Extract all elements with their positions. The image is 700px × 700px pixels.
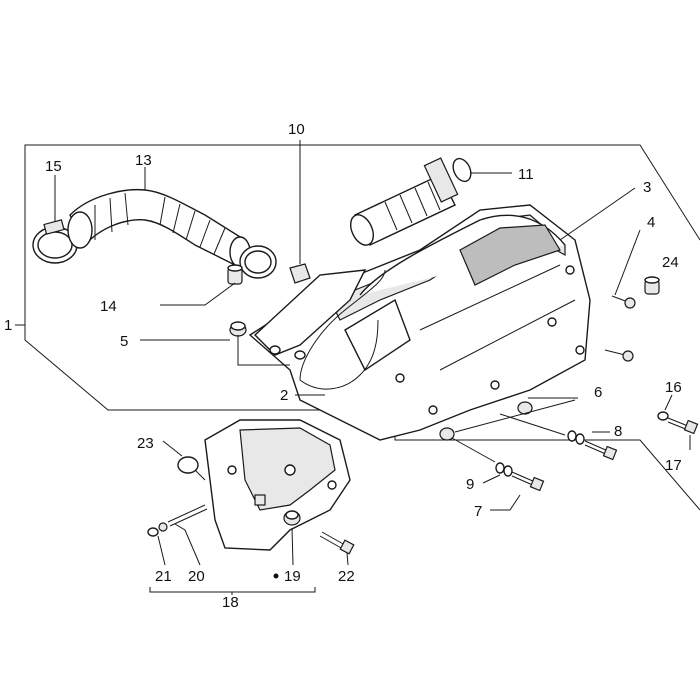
bush-6: [517, 401, 533, 415]
screw-4: [611, 295, 636, 309]
callout-1: 1: [4, 317, 12, 334]
callout-13: 13: [135, 152, 152, 169]
leader-14: [160, 282, 236, 306]
leader-5-b: [237, 335, 290, 366]
leader-3: [559, 187, 636, 241]
screw-7: [495, 462, 545, 492]
callout-9: 9: [466, 476, 474, 493]
leader-22: [346, 552, 349, 566]
air-filter-housing: [248, 204, 591, 441]
clip-nut-10: [289, 263, 311, 284]
callout-24: 24: [662, 254, 679, 271]
callout-20: 20: [188, 568, 205, 585]
lower-cover-18: [204, 419, 351, 551]
callout-7: 7: [474, 503, 482, 520]
leader-7: [490, 494, 521, 511]
grommet-14: [227, 264, 243, 285]
leader-16: [664, 394, 673, 411]
leader-20: [174, 523, 201, 566]
callout-10: 10: [288, 121, 305, 138]
hose-clamp-right: [239, 245, 277, 279]
callout-8: 8: [614, 423, 622, 440]
callout-21: 21: [155, 568, 172, 585]
bush-6b: [439, 427, 455, 441]
callout-3: 3: [643, 179, 651, 196]
inlet-duct-11: [349, 157, 472, 246]
leader-21: [157, 535, 166, 566]
intake-hose-13: [67, 188, 251, 268]
screw-8: [567, 430, 618, 461]
callout-2: 2: [280, 387, 288, 404]
dot-19: [273, 573, 279, 579]
leader-4: [614, 229, 641, 296]
callout-18: 18: [222, 594, 239, 611]
gasket-2: [299, 269, 386, 390]
leader-23: [162, 440, 183, 457]
callout-17: 17: [665, 457, 682, 474]
assembly-group-outline: [24, 144, 700, 511]
callout-23: 23: [137, 435, 154, 452]
callout-19: 19: [284, 568, 301, 585]
filter-cover: [253, 269, 367, 360]
callout-22: 22: [338, 568, 355, 585]
screw-22: [319, 531, 355, 555]
screw-17: [657, 411, 699, 435]
callout-16: 16: [665, 379, 682, 396]
leader-6-b: [454, 399, 576, 433]
grommet-5: [229, 321, 247, 337]
callout-5: 5: [120, 333, 128, 350]
cap-24: [644, 276, 660, 295]
assembly-group-outline-right: [305, 144, 700, 241]
washer-21: [147, 527, 159, 537]
screw-4b: [604, 349, 634, 362]
callout-11: 11: [518, 166, 534, 183]
leader-9: [482, 474, 501, 484]
bracket-18: [149, 587, 316, 593]
leader-19: [291, 527, 294, 566]
callout-4: 4: [647, 214, 655, 231]
callout-6: 6: [594, 384, 602, 401]
bush-19: [283, 510, 301, 526]
leader-7-b: [451, 437, 496, 463]
callout-15: 15: [45, 158, 62, 175]
screw-20: [158, 504, 208, 532]
callout-14: 14: [100, 298, 117, 315]
clamp-23: [177, 456, 206, 481]
